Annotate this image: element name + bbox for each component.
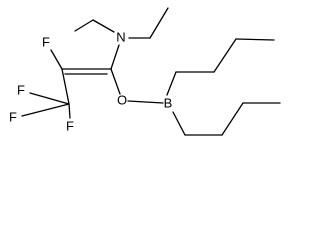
atom-b-label: B bbox=[164, 95, 173, 110]
bond-c3-f1 bbox=[29, 92, 70, 105]
bond-butyl1-c3-c4 bbox=[235, 38, 275, 41]
bond-c1-o bbox=[110, 68, 121, 95]
bonds bbox=[21, 7, 281, 136]
bond-b-butyl2-c1 bbox=[172, 111, 186, 136]
bond-butyl2-c2-c3 bbox=[221, 102, 244, 136]
atom-labels: N F F F F O B bbox=[9, 29, 172, 133]
bond-butyl1-c2-c3 bbox=[213, 38, 237, 73]
bond-c2-f bbox=[50, 49, 63, 70]
atom-f-cf3-2-label: F bbox=[9, 109, 17, 124]
bond-ethyl-left-ch3 bbox=[74, 19, 94, 32]
bond-ethyl-right-ch3 bbox=[149, 7, 169, 39]
bond-c3-f2 bbox=[21, 103, 70, 117]
atom-f-cf3-1-label: F bbox=[17, 82, 25, 97]
structure-diagram: N F F F F O B bbox=[9, 7, 281, 136]
atom-f-cf3-3-label: F bbox=[66, 118, 74, 133]
atom-n-label: N bbox=[116, 29, 125, 44]
bond-c2-c3 bbox=[61, 68, 70, 105]
atom-o-label: O bbox=[117, 92, 127, 107]
bond-n-c1 bbox=[110, 44, 120, 70]
atom-f-vinyl-label: F bbox=[42, 34, 50, 49]
bond-c3-f3 bbox=[68, 103, 71, 119]
bond-o-b bbox=[127, 100, 164, 104]
bond-b-butyl1-c1 bbox=[166, 71, 177, 96]
bond-n-ethyl-left-ch2 bbox=[92, 19, 115, 33]
